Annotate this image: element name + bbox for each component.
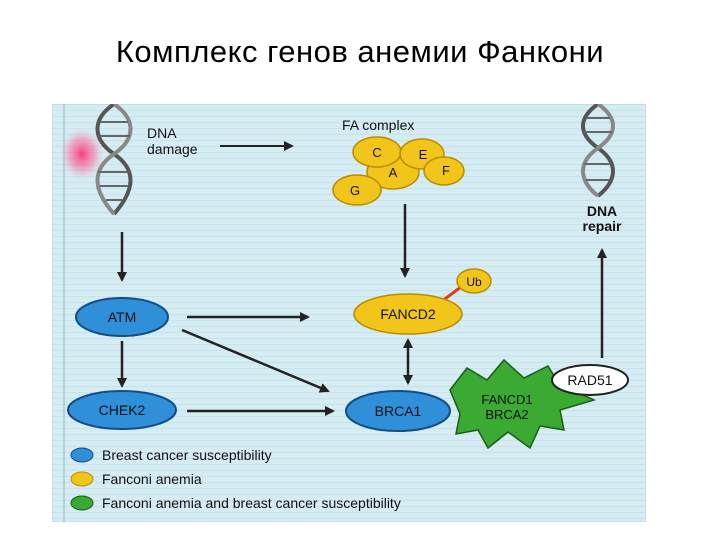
- fa-subunit-f: [423, 156, 465, 186]
- repaired-dna-helix-icon: [581, 104, 615, 198]
- fancd1-brca2-node: [449, 358, 597, 450]
- brca1-node: [345, 390, 451, 432]
- fa-subunit-c-label: C: [372, 145, 381, 160]
- fancd2-node: [353, 293, 463, 335]
- fancd1-label: FANCD1: [481, 392, 532, 407]
- dna-repair-label-line2: repair: [583, 218, 622, 234]
- fa-complex-cluster: [332, 136, 465, 206]
- fancd2-label: FANCD2: [380, 306, 435, 322]
- dna-damage-label-line1: DNA: [147, 125, 177, 141]
- chek2-node: [67, 390, 177, 430]
- ub-node: [456, 268, 492, 294]
- legend-swatch-blue: [70, 447, 94, 463]
- slide-title: Комплекс генов анемии Фанкони: [115, 34, 605, 69]
- dna-damage-label-line2: damage: [147, 141, 198, 157]
- fa-subunit-a-label: A: [389, 165, 398, 180]
- ub-label: Ub: [466, 275, 482, 289]
- fa-complex-label: FA complex: [342, 117, 414, 133]
- atm-label: ATM: [108, 309, 137, 325]
- fa-subunit-g: [332, 174, 382, 206]
- legend-label-fanconi-and-breast: Fanconi anemia and breast cancer suscept…: [102, 495, 401, 511]
- atm-node: [75, 297, 169, 337]
- chek2-label: CHEK2: [99, 402, 146, 418]
- legend: Breast cancer susceptibility Fanconi ane…: [70, 447, 401, 511]
- damaged-dna-helix-icon: [60, 104, 133, 216]
- dna-repair-label-line1: DNA: [587, 203, 617, 219]
- brca2-label: BRCA2: [485, 407, 528, 422]
- fa-subunit-f-label: F: [442, 163, 450, 178]
- legend-swatch-green: [70, 495, 94, 511]
- fa-subunit-g-label: G: [350, 183, 360, 198]
- rad51-label: RAD51: [567, 372, 612, 388]
- rad51-node: [551, 364, 629, 396]
- fa-subunit-e-label: E: [419, 147, 428, 162]
- legend-swatch-yellow: [70, 471, 94, 487]
- fanconi-pathway-diagram: DNA damage DNA repair FA complex C E A F…: [52, 104, 646, 522]
- legend-label-breast-cancer: Breast cancer susceptibility: [102, 447, 272, 463]
- brca1-label: BRCA1: [375, 403, 422, 419]
- arrow-atm-to-brca1: [181, 328, 330, 393]
- legend-label-fanconi-anemia: Fanconi anemia: [102, 471, 202, 487]
